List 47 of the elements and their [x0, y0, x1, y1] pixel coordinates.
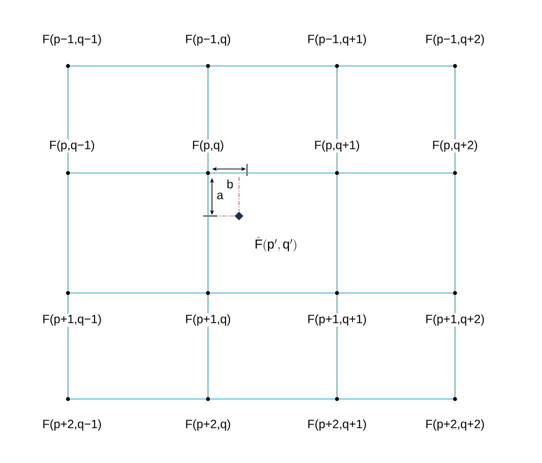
grid-point [453, 291, 457, 295]
point-label: F(p,q−1) [48, 139, 96, 153]
point-label: F(p,q) [191, 139, 225, 153]
grid-line [338, 292, 454, 294]
grid-line [210, 398, 336, 400]
grid-line [454, 174, 456, 292]
point-label: F(p−1,q+2) [424, 33, 486, 47]
grid-point [206, 397, 210, 401]
grid-point [206, 64, 210, 68]
grid-line [70, 292, 206, 294]
grid-point [66, 171, 70, 175]
grid-point [335, 291, 339, 295]
point-label: F(p+1,q+2) [424, 313, 486, 327]
dimension-label: a [217, 192, 224, 200]
dimension-label: b [227, 180, 233, 188]
grid-point [66, 64, 70, 68]
grid-point [453, 171, 457, 175]
grid-point [66, 397, 70, 401]
interpolated-point [234, 212, 244, 220]
grid-point [335, 64, 339, 68]
grid-line [338, 398, 454, 400]
point-label: F(p+2,q−1) [41, 418, 103, 432]
grid-point [335, 397, 339, 401]
grid-line [338, 172, 454, 174]
grid-point [335, 171, 339, 175]
point-label: F(p−1,q−1) [41, 33, 103, 47]
grid-point [206, 291, 210, 295]
grid-line [210, 292, 336, 294]
point-label: F(p,q+2) [431, 139, 479, 153]
point-label: F(p−1,q) [184, 33, 232, 47]
point-label: $\hat{\mathrm{F}}(\mathrm{p}',\mathrm{q}')$ [254, 235, 298, 253]
grid-point [206, 171, 210, 175]
grid-line [336, 174, 338, 292]
grid-point [66, 291, 70, 295]
grid-line [70, 398, 206, 400]
point-label: F(p+1,q) [184, 313, 232, 327]
point-label: F(p+2,q+1) [306, 418, 368, 432]
grid-line [70, 172, 206, 174]
grid-point [453, 397, 457, 401]
point-label: F(p+2,q) [184, 418, 232, 432]
grid-point [453, 64, 457, 68]
grid-line [210, 172, 336, 174]
point-label: F(p+1,q−1) [41, 313, 103, 327]
point-label: F(p−1,q+1) [306, 33, 368, 47]
point-label: F(p,q+1) [313, 139, 361, 153]
point-label: F(p+1,q+1) [306, 313, 368, 327]
point-label: F(p+2,q+2) [424, 418, 486, 432]
